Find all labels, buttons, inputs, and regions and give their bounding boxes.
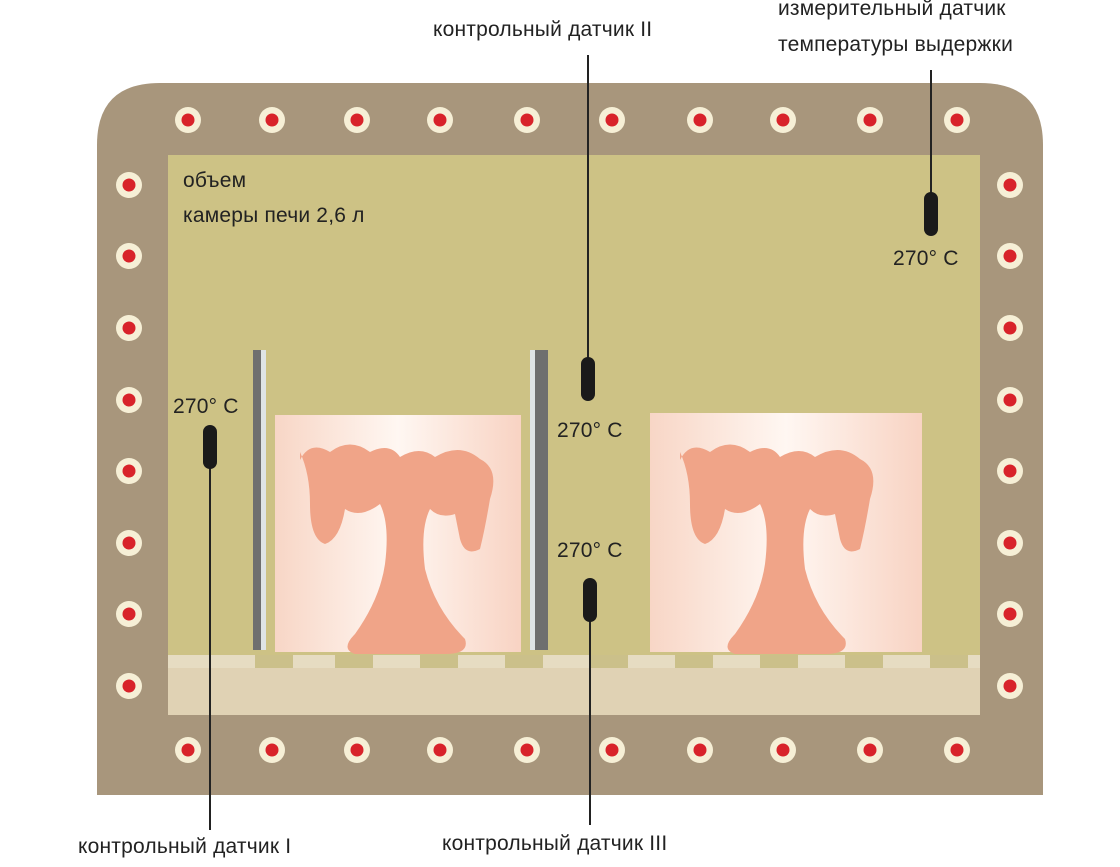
heater-element [997,530,1023,556]
floor-support [930,655,968,668]
heater-element [116,458,142,484]
heater-element [116,387,142,413]
floor-support [845,655,883,668]
heater-element [687,737,713,763]
control-sensor-1-temp: 270° C [173,395,239,418]
heater-element [770,107,796,133]
heater-element [857,737,883,763]
chamber-volume-label-2: камеры печи 2,6 л [183,204,365,227]
heater-element [944,737,970,763]
heater-element [857,107,883,133]
control-sensor-2-label: контрольный датчик II [433,18,653,41]
floor-support [760,655,798,668]
heater-element [514,107,540,133]
heater-element [344,107,370,133]
measuring-sensor-label-1: измерительный датчик [778,0,1006,20]
heater-element [997,172,1023,198]
heater-element [997,387,1023,413]
control-sensor-3-label: контрольный датчик III [442,832,668,855]
heater-element [599,107,625,133]
heater-element [944,107,970,133]
heater-element [259,737,285,763]
heater-element [997,601,1023,627]
heater-element [687,107,713,133]
dental-object-1 [275,415,521,654]
floor-support [420,655,458,668]
measuring-sensor-label-2: температуры выдержки [778,33,1013,56]
heater-element [997,315,1023,341]
heater-element [116,673,142,699]
control-sensor-3-temp: 270° C [557,539,623,562]
control-sensor-1-probe [203,425,217,469]
dental-object-2 [650,413,922,654]
heater-element [116,243,142,269]
floor-supports [168,655,980,668]
heater-element [599,737,625,763]
heater-element [259,107,285,133]
heater-element [427,107,453,133]
control-sensor-1-label: контрольный датчик I [78,835,292,858]
floor-support [505,655,543,668]
floor-support [335,655,373,668]
heater-element [116,315,142,341]
heater-element [116,172,142,198]
floor-support [675,655,713,668]
measuring-sensor-temp: 270° C [893,247,959,270]
heater-element [116,601,142,627]
shield-right [530,350,548,650]
heater-element [770,737,796,763]
heater-element [175,737,201,763]
floor-support [590,655,628,668]
heater-element [514,737,540,763]
control-sensor-2-probe [581,357,595,401]
heater-element [997,673,1023,699]
control-sensor-3-probe [583,578,597,622]
heater-element [344,737,370,763]
measuring-sensor-probe [924,192,938,236]
heater-element [997,458,1023,484]
heater-element [997,243,1023,269]
control-sensor-2-temp: 270° C [557,419,623,442]
shield-left [253,350,266,650]
floor-support [255,655,293,668]
heater-element [427,737,453,763]
heating-elements [116,107,1023,763]
chamber-volume-label-1: объем [183,169,247,192]
heater-element [175,107,201,133]
furnace-floor [168,668,980,715]
heater-element [116,530,142,556]
